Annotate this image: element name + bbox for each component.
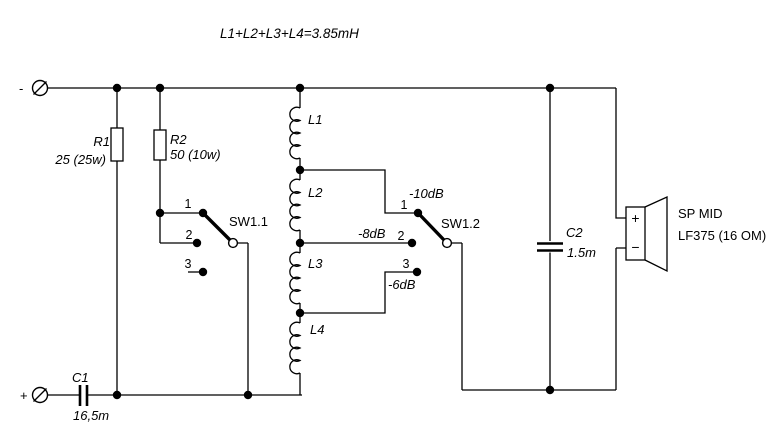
switch-sw1-2: -10dB -8dB -6dB 1 2 3 SW1.2	[358, 186, 480, 292]
speaker: + − SP MID LF375 (16 OM)	[625, 195, 766, 273]
sw12-contact2-dot	[407, 238, 417, 248]
sw12-pos3-label: 3	[403, 257, 410, 271]
sw12-pole-contact	[441, 237, 453, 249]
resistor-r2-body	[153, 129, 167, 161]
sw11-pole-contact	[227, 237, 239, 249]
capacitor-c2-label: C2	[566, 225, 583, 240]
switch-sw1-1: 1 2 3 SW1.1	[185, 197, 268, 277]
capacitor-c1-value: 16,5m	[73, 408, 109, 423]
speaker-minus-wire	[615, 247, 626, 390]
speaker-minus-sign: −	[631, 239, 639, 255]
sw11-label: SW1.1	[229, 214, 268, 229]
inductor-l2-label: L2	[308, 185, 323, 200]
capacitor-c1-label: C1	[72, 370, 89, 385]
sw11-contact3-dot	[198, 267, 208, 277]
positive-terminal: +	[20, 386, 49, 404]
inductor-l1-label: L1	[308, 112, 322, 127]
junction-dot	[112, 83, 122, 93]
junction-dots	[112, 83, 555, 400]
junction-dot	[112, 390, 122, 400]
speaker-driver-box	[625, 206, 646, 261]
positive-terminal-slash	[33, 388, 47, 402]
resistor-r2-value: 50 (10w)	[170, 147, 221, 162]
negative-terminal-slash	[33, 81, 47, 95]
inductor-l1-coil	[289, 106, 302, 160]
negative-terminal-label: -	[19, 81, 23, 96]
resistor-r1-body	[110, 127, 124, 162]
inductor-l4-coil	[289, 321, 302, 375]
inductor-l3-label: L3	[308, 256, 323, 271]
sw11-contact2-dot	[192, 238, 202, 248]
speaker-model-label: LF375 (16 OM)	[678, 228, 766, 243]
tap-minus10db-label: -10dB	[409, 186, 444, 201]
junction-dot	[243, 390, 253, 400]
speaker-plus-sign: +	[631, 210, 639, 226]
sw12-blade	[418, 213, 446, 242]
tap-minus8db-label: -8dB	[358, 226, 386, 241]
wires	[47, 87, 626, 396]
junction-dot	[295, 165, 305, 175]
junction-dot	[545, 83, 555, 93]
sw12-pos2-label: 2	[398, 229, 405, 243]
junction-dot	[155, 83, 165, 93]
inductor-l4-label: L4	[310, 322, 324, 337]
speaker-name-label: SP MID	[678, 206, 723, 221]
sw11-blade	[203, 213, 232, 242]
capacitor-c2-value: 1.5m	[567, 245, 596, 260]
inductor-l2-coil	[289, 178, 302, 232]
junction-dot	[295, 83, 305, 93]
sw11-pole-return-wire	[237, 242, 249, 395]
sw11-contact1-dot	[198, 208, 208, 218]
tap-minus10db-wire	[300, 169, 414, 214]
resistor-r2: R2 50 (10w)	[153, 129, 221, 162]
capacitor-c2: C2 1.5m	[537, 225, 596, 260]
schematic-title: L1+L2+L3+L4=3.85mH	[220, 26, 359, 41]
positive-terminal-label: +	[20, 388, 28, 403]
resistor-r1-label: R1	[93, 134, 110, 149]
junction-dot	[155, 208, 165, 218]
sw12-pole-return-wire	[451, 242, 463, 390]
sw12-pos1-label: 1	[401, 198, 408, 212]
junction-dot	[295, 308, 305, 318]
resistor-r1-value: 25 (25w)	[54, 152, 106, 167]
sw11-pos1-label: 1	[185, 197, 192, 211]
inductor-l3-coil	[289, 251, 302, 305]
sw12-contact3-dot	[412, 267, 422, 277]
speaker-cone-icon	[644, 195, 668, 273]
resistor-r2-label: R2	[170, 132, 187, 147]
speaker-plus-wire	[615, 88, 626, 219]
sw12-contact1-dot	[413, 208, 423, 218]
junction-dot	[545, 385, 555, 395]
sw12-label: SW1.2	[441, 216, 480, 231]
junction-dot	[295, 238, 305, 248]
tap-minus6db-wire	[300, 271, 413, 314]
resistor-r1: R1 25 (25w)	[54, 127, 124, 167]
sw11-pos3-label: 3	[185, 257, 192, 271]
tap-minus6db-label: -6dB	[388, 277, 416, 292]
inductor-chain: L1 L2 L3 L4	[289, 88, 324, 395]
capacitor-c1: C1 16,5m	[72, 370, 109, 423]
sw11-pos2-label: 2	[186, 228, 193, 242]
